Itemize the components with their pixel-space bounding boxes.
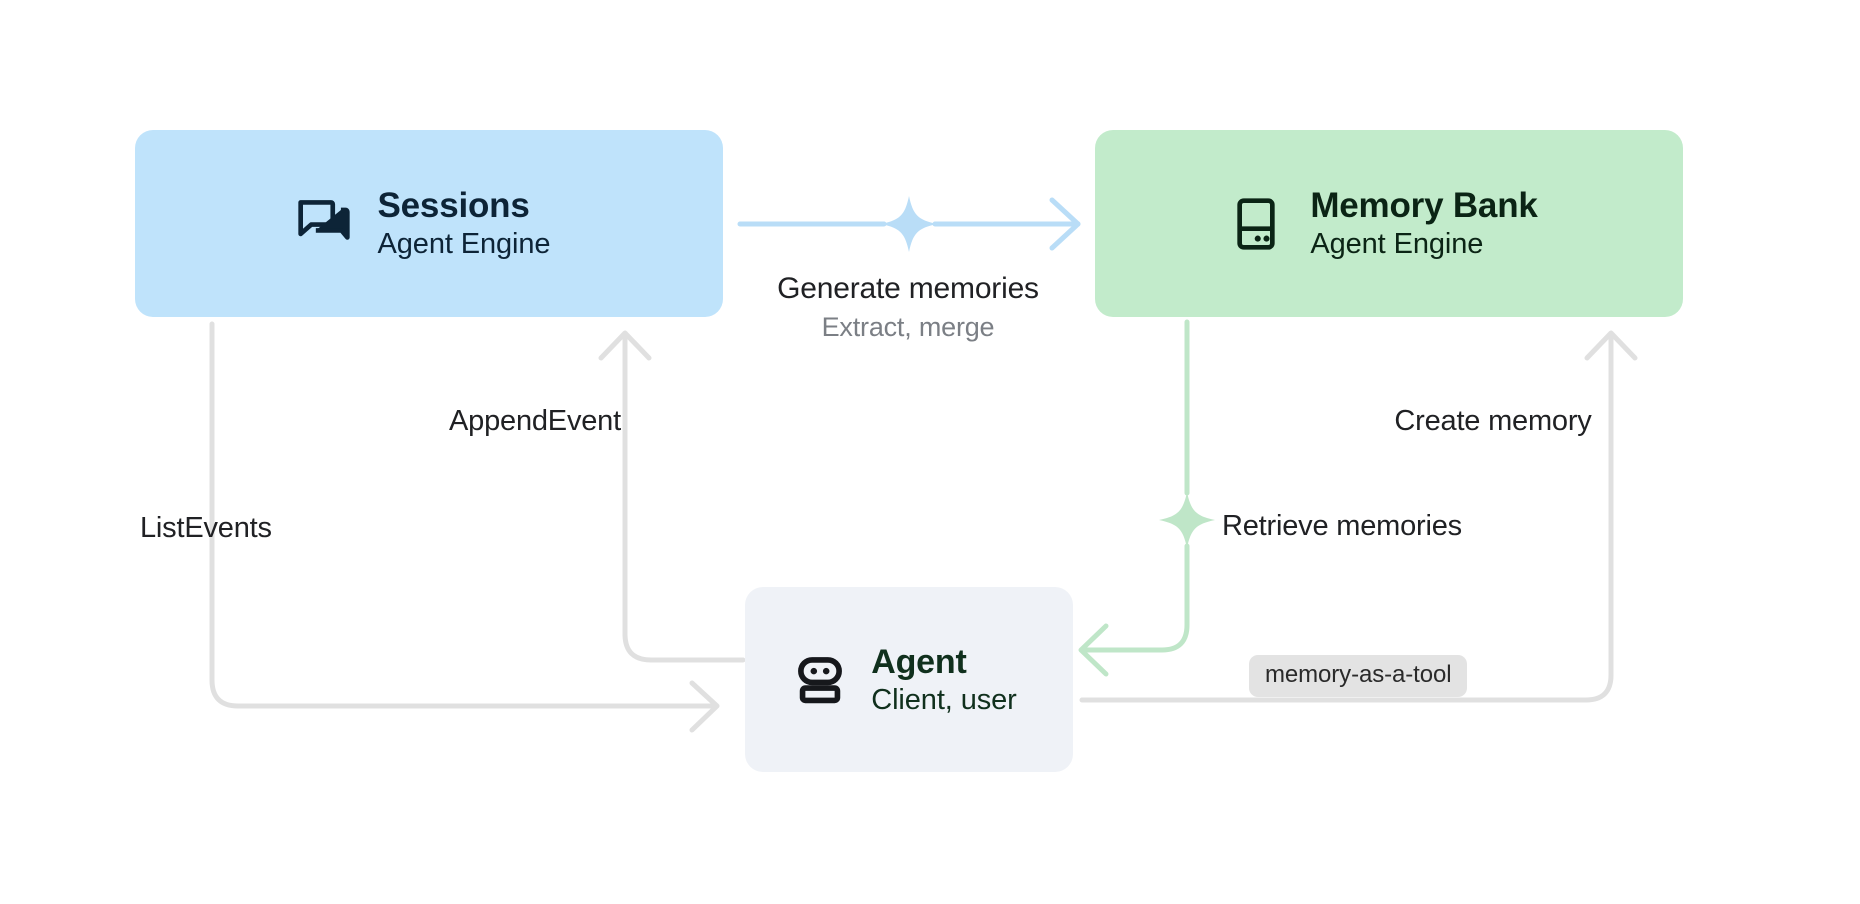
node-sessions[interactable]: Sessions Agent Engine bbox=[135, 130, 723, 317]
node-memory-bank[interactable]: Memory Bank Agent Engine bbox=[1095, 130, 1683, 317]
edge-label-create-memory: Create memory bbox=[1394, 405, 1592, 437]
edge-sublabel-extract-merge: Extract, merge bbox=[821, 312, 995, 342]
node-agent[interactable]: Agent Client, user bbox=[745, 587, 1073, 772]
edge-list-events bbox=[209, 321, 720, 733]
robot-icon bbox=[793, 652, 847, 706]
edge-retrieve-memories bbox=[1078, 319, 1215, 677]
node-agent-title: Agent bbox=[871, 642, 967, 681]
edge-label-retrieve-memories: Retrieve memories bbox=[1222, 510, 1462, 542]
chip-memory-as-a-tool: memory-as-a-tool bbox=[1249, 655, 1468, 697]
edge-label-append-event: AppendEvent bbox=[449, 405, 621, 437]
sparkle-icon bbox=[881, 196, 937, 252]
node-agent-subtitle: Client, user bbox=[871, 683, 1017, 716]
node-memory-bank-title: Memory Bank bbox=[1310, 186, 1538, 226]
edge-label-generate-memories: Generate memories bbox=[777, 272, 1039, 305]
edge-generate-memories bbox=[737, 196, 1081, 252]
database-icon bbox=[1228, 196, 1284, 252]
edge-label-list-events: ListEvents bbox=[140, 512, 272, 544]
node-sessions-title: Sessions bbox=[377, 186, 530, 226]
edge-append-event bbox=[598, 330, 746, 663]
sparkle-icon bbox=[1159, 492, 1215, 548]
edge-create-memory bbox=[1079, 330, 1638, 703]
forum-icon bbox=[296, 196, 352, 252]
node-memory-bank-subtitle: Agent Engine bbox=[1310, 228, 1484, 261]
node-sessions-subtitle: Agent Engine bbox=[377, 228, 551, 261]
